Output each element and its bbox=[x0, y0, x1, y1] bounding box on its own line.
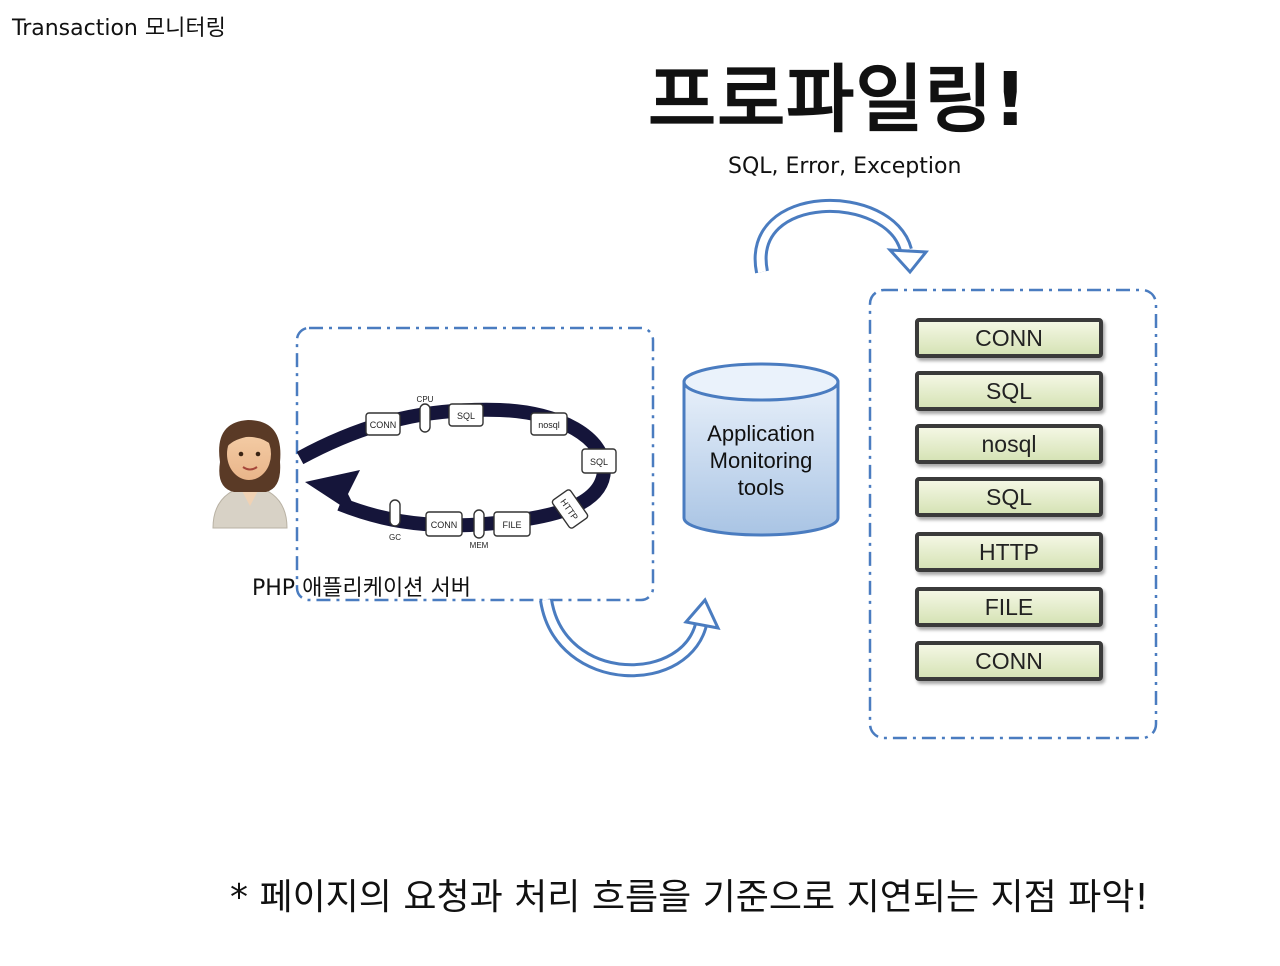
loop-box-conn-2: CONN bbox=[425, 511, 463, 537]
page-title: Transaction 모니터링 bbox=[12, 16, 226, 41]
process-loop: CONN SQL nosql SQL HTTP FILE CONN CPU bbox=[296, 395, 617, 550]
stack-item-conn: CONN bbox=[915, 318, 1103, 358]
subhead: SQL, Error, Exception bbox=[728, 154, 962, 179]
stack-item-sql: SQL bbox=[915, 477, 1103, 517]
server-caption: PHP 애플리케이션 서버 bbox=[252, 576, 471, 601]
svg-text:SQL: SQL bbox=[457, 411, 475, 421]
stack-item-sql: SQL bbox=[915, 371, 1103, 411]
trace-frame bbox=[868, 288, 1158, 740]
mem-marker bbox=[473, 509, 485, 539]
loop-box-file: FILE bbox=[493, 511, 531, 537]
svg-text:CPU: CPU bbox=[417, 395, 434, 404]
loop-box-conn-1: CONN bbox=[365, 412, 401, 436]
svg-text:MEM: MEM bbox=[470, 541, 489, 550]
svg-text:nosql: nosql bbox=[538, 420, 560, 430]
user-avatar-icon bbox=[212, 420, 288, 529]
loop-box-sql-2: SQL bbox=[581, 448, 617, 474]
stack-item-file: FILE bbox=[915, 587, 1103, 627]
svg-text:SQL: SQL bbox=[590, 457, 608, 467]
gc-marker bbox=[389, 499, 401, 527]
svg-text:CONN: CONN bbox=[431, 520, 458, 530]
footnote: * 페이지의 요청과 처리 흐름을 기준으로 지연되는 지점 파악! bbox=[230, 877, 1149, 918]
cpu-marker bbox=[419, 403, 431, 433]
database-label-line: tools bbox=[737, 475, 785, 500]
svg-text:FILE: FILE bbox=[502, 520, 521, 530]
curved-arrow-to-stack-icon bbox=[753, 199, 929, 275]
server-frame bbox=[295, 326, 655, 602]
trace-stack: CONN SQL nosql SQL HTTP FILE CONN bbox=[915, 318, 1103, 694]
curved-arrow-to-db-icon bbox=[539, 597, 721, 678]
database-label: Application Monitoring tools bbox=[690, 420, 832, 501]
stack-item-conn: CONN bbox=[915, 641, 1103, 681]
loop-box-http: HTTP bbox=[551, 489, 589, 529]
database-cylinder-icon bbox=[682, 362, 840, 537]
loop-box-sql-1: SQL bbox=[448, 403, 484, 427]
stack-item-http: HTTP bbox=[915, 532, 1103, 572]
headline: 프로파일링! bbox=[648, 57, 1029, 143]
svg-text:GC: GC bbox=[389, 533, 401, 542]
stack-item-nosql: nosql bbox=[915, 424, 1103, 464]
database-label-line: Application bbox=[707, 421, 815, 446]
loop-arrowhead bbox=[305, 470, 360, 518]
svg-text:CONN: CONN bbox=[370, 420, 397, 430]
database-label-line: Monitoring bbox=[709, 448, 813, 473]
loop-box-nosql: nosql bbox=[530, 412, 568, 436]
